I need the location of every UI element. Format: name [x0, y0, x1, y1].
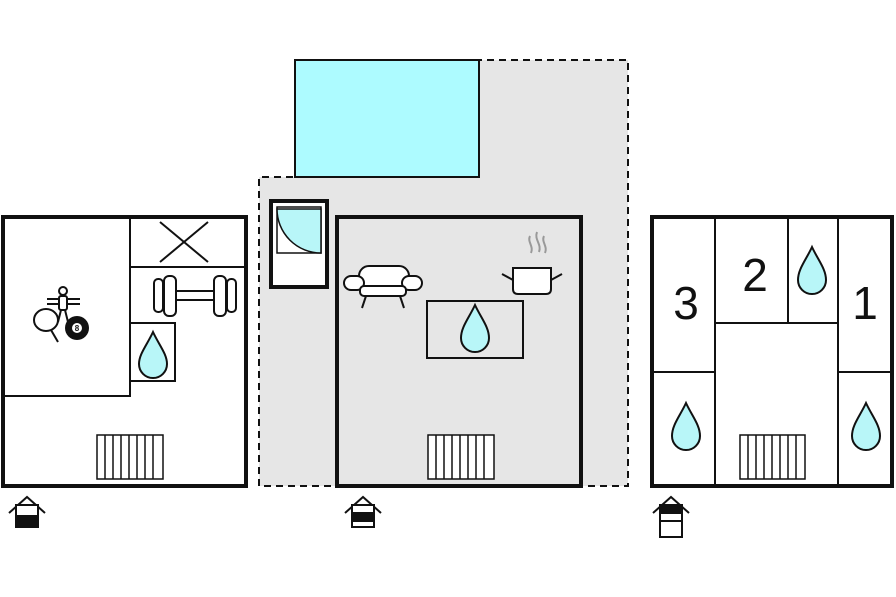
upper-floor: 3 2 1	[650, 215, 894, 488]
bathroom-wall	[130, 322, 176, 382]
upper-floor-outline	[650, 215, 894, 488]
radiator-icon	[96, 434, 164, 480]
lower-floor: 8	[1, 215, 248, 488]
game-room-wall	[3, 217, 131, 397]
water-drop-icon	[850, 400, 882, 451]
bedroom-number-3: 3	[673, 277, 699, 329]
house-level-icon-ground	[344, 495, 382, 528]
lower-floor-outline	[1, 215, 248, 488]
bedroom-number-2: 2	[742, 249, 768, 301]
radiator-icon	[427, 434, 495, 480]
bedroom-number-1: 1	[852, 277, 878, 329]
ground-floor-outline	[335, 215, 583, 488]
table-football-icon	[47, 286, 80, 323]
water-drop-icon	[670, 400, 702, 451]
shower-icon	[269, 199, 329, 289]
water-drop-icon	[459, 302, 491, 353]
ground-floor	[335, 215, 583, 488]
house-level-icon-basement	[8, 495, 46, 528]
billiard-ball-icon: 8	[65, 316, 89, 340]
stairs-icon	[159, 221, 209, 263]
ground-bathroom-wall	[426, 300, 524, 359]
water-drop-icon	[137, 329, 169, 379]
radiator-icon	[739, 434, 806, 480]
billiard-ball-number: 8	[75, 324, 80, 333]
table-tennis-icon	[33, 308, 59, 343]
cooking-pot-icon	[501, 231, 563, 295]
dumbbell-icon	[153, 275, 237, 317]
sofa-icon	[343, 265, 423, 309]
water-drop-icon	[796, 244, 828, 295]
house-level-icon-upper	[652, 495, 690, 538]
pool-icon	[294, 59, 480, 178]
